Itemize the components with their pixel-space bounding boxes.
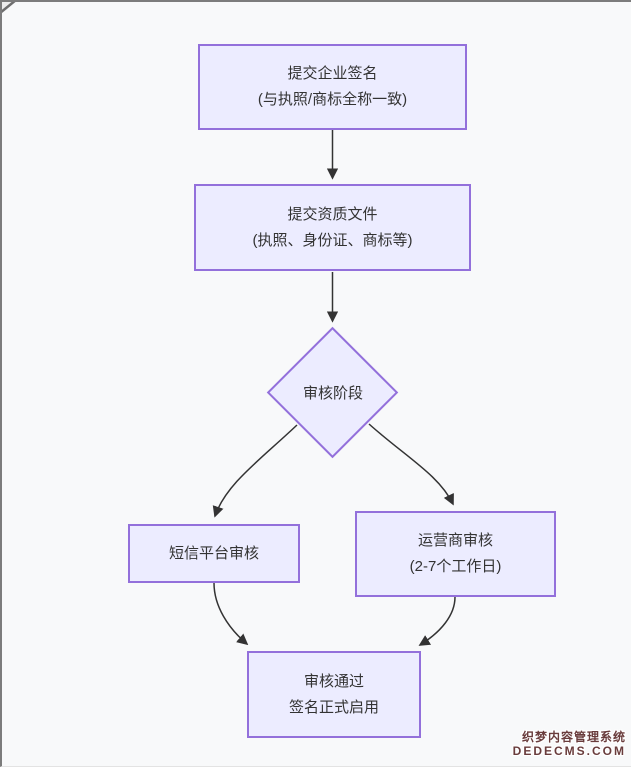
corner-fold-icon (2, 2, 16, 13)
node-label-line: 短信平台审核 (168, 544, 259, 562)
node-approved: 审核通过 签名正式启用 (247, 651, 421, 738)
node-label-line: (与执照/商标全称一致) (257, 91, 408, 108)
node-label-line: 提交资质文件 (287, 205, 378, 223)
node-label-line: (2-7个工作日) (409, 558, 502, 575)
node-label-line: 签名正式启用 (288, 698, 379, 716)
node-label-line: 运营商审核 (417, 532, 493, 549)
node-submit-signature: 提交企业签名 (与执照/商标全称一致) (198, 44, 467, 130)
node-carrier-review: 运营商审核 (2-7个工作日) (355, 511, 556, 597)
node-review-stage: 审核阶段 (268, 327, 398, 457)
node-label-line: 审核通过 (303, 672, 364, 690)
node-label-line: (执照、身份证、商标等) (252, 231, 413, 249)
edge-platform-to-approved (213, 582, 249, 646)
node-submit-documents: 提交资质文件 (执照、身份证、商标等) (194, 184, 471, 271)
edge-review-to-carrier (368, 423, 454, 506)
node-sms-platform-review: 短信平台审核 (128, 524, 300, 583)
dedecms-watermark: 织梦内容管理系统 DEDECMS.COM (513, 730, 626, 758)
node-label-line: 提交企业签名 (287, 65, 378, 82)
watermark-text-domain: DEDECMS.COM (512, 744, 626, 758)
edge-review-to-platform (212, 424, 298, 518)
edge-carrier-to-approved (418, 596, 456, 646)
watermark-text-cn: 织梦内容管理系统 (521, 730, 626, 744)
node-label-line: 审核阶段 (302, 384, 363, 402)
